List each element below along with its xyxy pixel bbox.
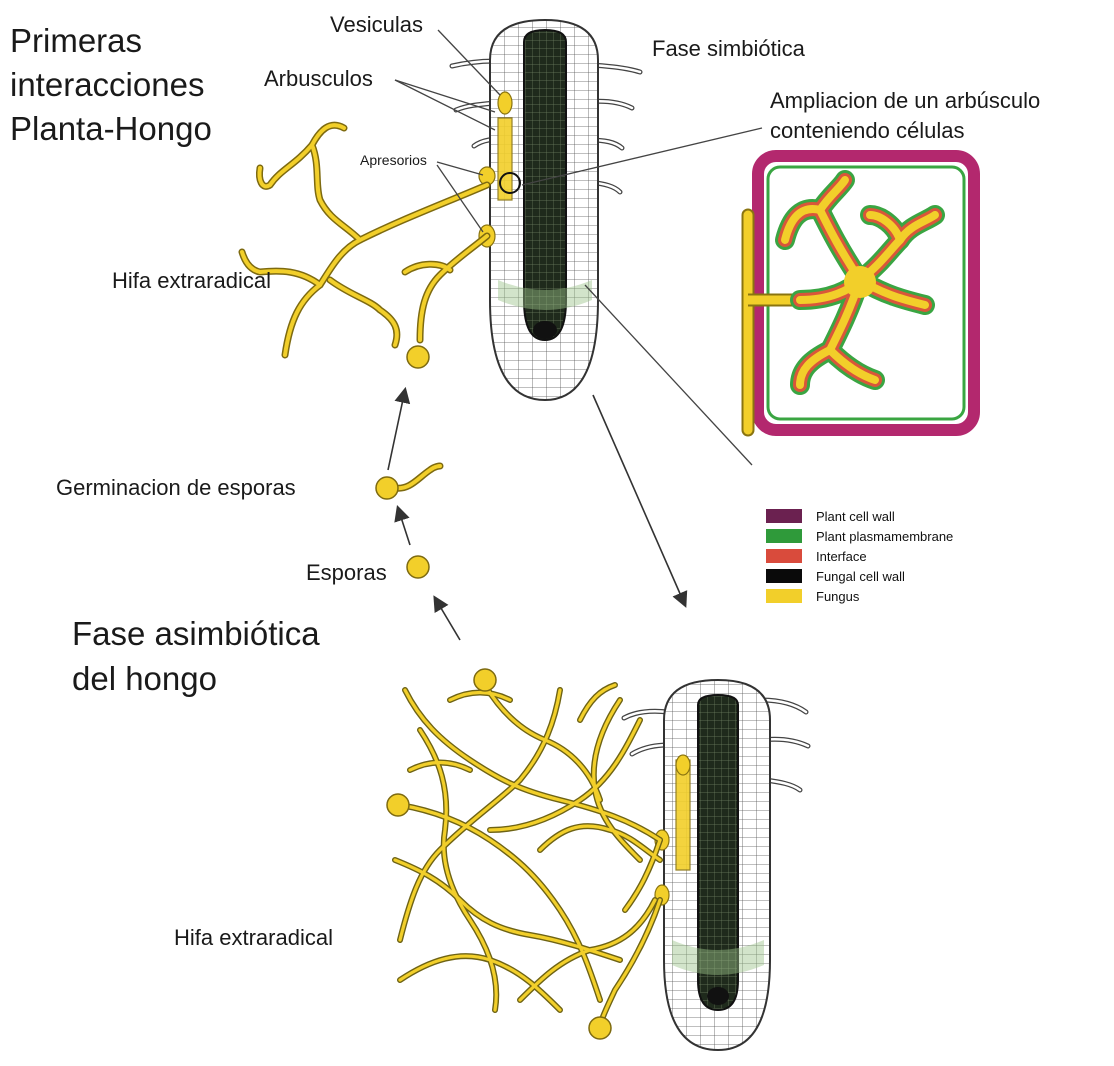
legend-swatch	[766, 569, 802, 583]
legend-item-interface: Interface	[766, 546, 953, 566]
hyphal-network	[387, 669, 660, 1039]
legend-swatch	[766, 549, 802, 563]
label-vesiculas: Vesiculas	[330, 12, 423, 37]
legend-label: Plant plasmamembrane	[816, 529, 953, 544]
legend-swatch	[766, 529, 802, 543]
label-germinacion: Germinacion de esporas	[56, 475, 296, 500]
label-apresorios: Apresorios	[360, 152, 427, 168]
legend-label: Fungal cell wall	[816, 569, 905, 584]
title-primeras-line1: Primeras	[10, 22, 142, 60]
germinating-spore	[376, 466, 440, 499]
label-fase-asimbiotica-line1: Fase asimbiótica	[72, 615, 320, 653]
label-fase-simbiotica: Fase simbiótica	[652, 36, 805, 61]
legend-swatch	[766, 509, 802, 523]
legend: Plant cell wall Plant plasmamembrane Int…	[766, 506, 953, 606]
legend-label: Interface	[816, 549, 867, 564]
title-primeras-line3: Planta-Hongo	[10, 110, 212, 148]
label-ampliacion-line2: conteniendo células	[770, 118, 964, 143]
legend-item-plant-plasmamembrane: Plant plasmamembrane	[766, 526, 953, 546]
label-ampliacion-line1: Ampliacion de un arbúsculo	[770, 88, 1040, 113]
label-hifa-top: Hifa extraradical	[112, 268, 271, 293]
label-fase-asimbiotica-line2: del hongo	[72, 660, 217, 698]
arbuscule-cell	[748, 156, 974, 430]
label-hifa-bottom: Hifa extraradical	[174, 925, 333, 950]
legend-label: Plant cell wall	[816, 509, 895, 524]
legend-swatch	[766, 589, 802, 603]
spore	[407, 556, 429, 578]
flow-arrows	[388, 390, 685, 640]
legend-item-fungus: Fungus	[766, 586, 953, 606]
legend-item-plant-cell-wall: Plant cell wall	[766, 506, 953, 526]
legend-item-fungal-cell-wall: Fungal cell wall	[766, 566, 953, 586]
legend-label: Fungus	[816, 589, 859, 604]
label-esporas: Esporas	[306, 560, 387, 585]
title-primeras-line2: interacciones	[10, 66, 204, 104]
label-arbusculos: Arbusculos	[264, 66, 373, 91]
root-top	[452, 20, 640, 400]
